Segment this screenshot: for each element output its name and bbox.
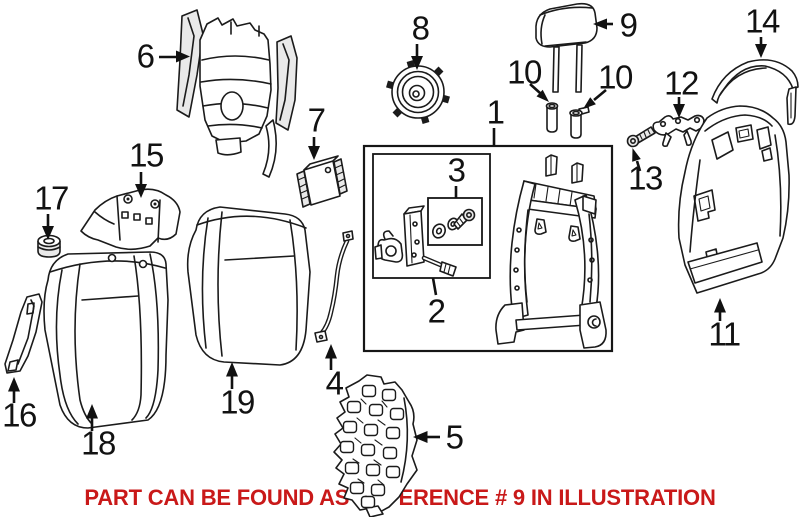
callout-label-1: 1: [486, 93, 505, 131]
callout-label-5: 5: [445, 418, 464, 456]
callout-label-9: 9: [619, 6, 638, 44]
callout-label-18: 18: [81, 424, 116, 462]
callout-label-11: 11: [708, 315, 741, 353]
callout-label-7: 7: [307, 101, 326, 139]
callout-label-4: 4: [325, 364, 344, 402]
callout-label-15: 15: [129, 136, 164, 174]
callout-label-3: 3: [447, 151, 466, 189]
callout-label-13: 13: [628, 159, 663, 197]
callout-label-12: 12: [664, 64, 699, 102]
callout-label-2: 2: [427, 292, 446, 330]
callout-label-10: 10: [598, 58, 633, 96]
callout-label-10: 10: [507, 53, 542, 91]
callout-label-14: 14: [745, 2, 780, 40]
callout-label-19: 19: [220, 383, 255, 421]
callout-label-17: 17: [34, 179, 69, 217]
callout-label-16: 16: [2, 396, 37, 434]
callout-label-8: 8: [411, 9, 430, 47]
callout-label-6: 6: [136, 37, 155, 75]
